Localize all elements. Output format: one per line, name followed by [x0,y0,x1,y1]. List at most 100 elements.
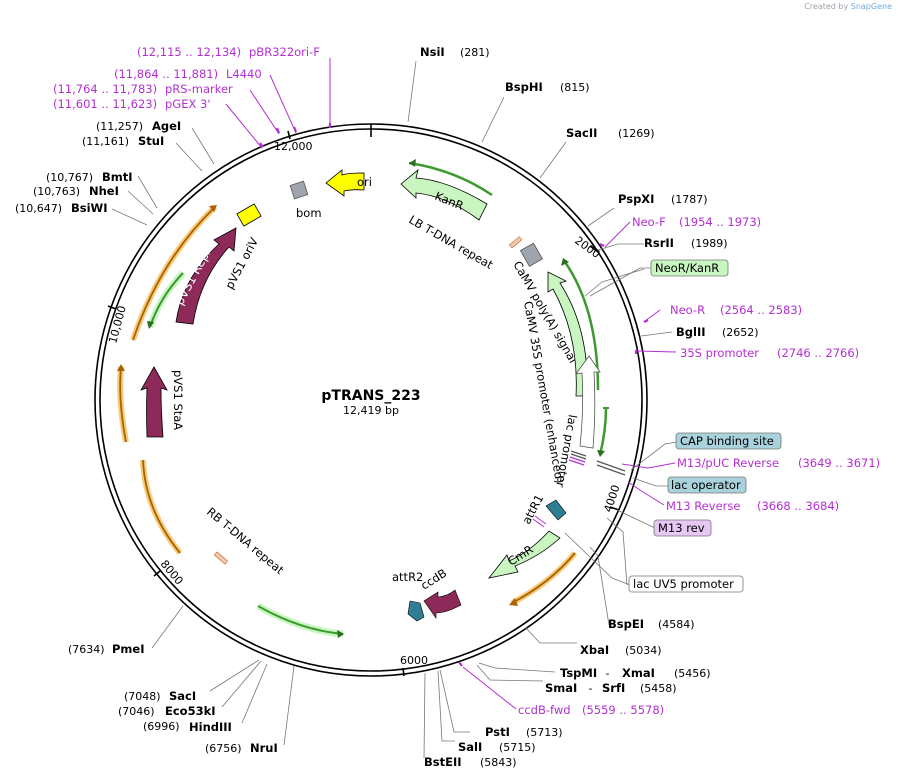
enzyme-label-age[interactable]: (11,257)AgeI [96,119,181,133]
ori-feature[interactable] [325,169,365,197]
box-m13rev[interactable]: M13 rev [653,519,712,537]
enzyme-bsph-pos: (815) [560,81,590,94]
enzyme-sac-name: SacI [169,689,196,703]
enzyme-label-tspmi[interactable]: TspMI - XmaI(5456) [560,666,711,680]
enzyme-label-eco53[interactable]: (7046)Eco53kI [118,704,216,718]
cmr-orange-line [511,552,576,604]
ring-ticks [107,124,620,677]
lb-repeat-mark[interactable] [508,236,523,249]
box-cap[interactable]: CAP binding site [675,432,782,450]
small-orf-arrowhead [597,450,605,457]
bottom-green-orf [256,602,344,638]
enzyme-bste2-pos: (5843) [480,756,517,769]
cmr-feature[interactable] [488,530,561,579]
enzyme-label-sac[interactable]: (7048)SacI [124,689,196,703]
box-lacop[interactable]: lac operator [667,476,747,494]
bottom-green-arrowhead [337,630,344,638]
enzyme-nhe-name: NheI [89,184,119,198]
enzyme-label-rsr2[interactable]: RsrII(1989) [644,236,728,250]
enzyme-label-sma[interactable]: SmaI - SrfI(5458) [545,681,677,695]
enzyme-label-pst[interactable]: PstI(5713) [485,725,563,739]
neor-kanr-feature[interactable] [547,271,588,397]
enzyme-label-nhe[interactable]: (10,763)NheI [33,184,119,198]
enzyme-label-bspe[interactable]: BspEI (4584) [608,617,695,631]
left-orange-orf-bottom [140,459,183,555]
box-neokan-label: NeoR/KanR [655,261,719,275]
enzyme-hind3-pos: (6996) [143,720,180,733]
primer-label-neof[interactable]: Neo-F(1954 .. 1973) [632,215,761,229]
enzyme-bspe-pos: (4584) [658,618,695,631]
enzyme-sac2-pos: (1269) [618,127,655,140]
primer-label-m13puc[interactable]: M13/pUC Reverse(3649 .. 3671) [677,456,880,470]
pvs1-staa-feature[interactable] [140,366,168,438]
left-orange-line-top [132,206,216,341]
box-lacuv5[interactable]: lac UV5 promoter [628,575,744,593]
primer-m13puc-pos: (3649 .. 3671) [798,456,880,470]
left-green-line [149,272,184,328]
kanr-feature[interactable] [400,168,488,221]
primer-prs-name: pRS-marker [165,82,233,96]
enzyme-label-nru[interactable]: (6756)NruI [205,741,278,755]
enzyme-label-stu[interactable]: (11,161)StuI [82,134,164,148]
primer-label-ccdbfwd[interactable]: ccdB-fwd (5559 .. 5578) [518,703,664,717]
enzyme-label-xba[interactable]: XbaI(5034) [580,643,662,657]
pvs1-repa-feature[interactable] [175,227,237,325]
enzyme-label-pspx[interactable]: PspXI(1787) [618,192,708,206]
enzyme-label-bgl2[interactable]: BglII(2652) [676,325,759,339]
primer-ccdbfwd-pos: (5559 .. 5578) [582,703,664,717]
camv-polya-box[interactable] [519,242,543,267]
enzyme-xmai-name: XmaI [622,666,655,680]
bom-label: bom [296,206,322,220]
primer-ccdbfwd-name: ccdB-fwd [518,703,571,717]
enzyme-bmt-name: BmtI [102,170,133,184]
enzyme-label-hind3[interactable]: (6996) HindIII [143,720,232,734]
camv-35s-feature[interactable] [575,355,601,449]
attr2-label: attR2 [392,570,423,584]
enzyme-hind3-name: HindIII [189,720,232,734]
box-lacop-label: lac operator [671,478,741,492]
bom-box[interactable] [289,180,309,200]
enzyme-leader-lines [111,60,673,759]
box-neokan[interactable]: NeoR/KanR [650,259,729,277]
enzyme-sac2-name: SacII [566,126,597,140]
enzyme-eco53-pos: (7046) [118,705,155,718]
credit-prefix: Created by [804,2,849,11]
enzyme-pspx-pos: (1787) [671,193,708,206]
primer-label-pbr[interactable]: (12,115 .. 12,134)pBR322ori-F [137,45,320,59]
enzyme-nru-name: NruI [250,741,278,755]
primer-label-p35s[interactable]: 35S promoter(2746 .. 2766) [680,346,859,360]
tick-12000: 12,000 [274,140,313,153]
enzyme-nsi-name: NsiI [420,45,445,59]
enzyme-label-bsph[interactable]: BspHI(815) [505,80,590,94]
primer-label-l4440[interactable]: (11,864 .. 11,881)L4440 [114,67,262,81]
cmr-orange-arrowhead [509,598,518,606]
attr1-feature[interactable] [545,499,567,521]
rb-repeat-mark[interactable] [213,551,229,565]
neor-orf-line [563,261,600,391]
kanr-orf-line [408,161,493,197]
enzyme-label-bsiw[interactable]: (10,647)BsiWI [15,201,108,215]
enzyme-xba-name: XbaI [580,643,609,657]
enzyme-label-pme[interactable]: (7634)PmeI [68,642,145,656]
enzyme-bgl2-pos: (2652) [722,326,759,339]
primer-pbr-pos: (12,115 .. 12,134) [137,45,241,59]
enzyme-label-sac2[interactable]: SacII (1269) [566,126,655,140]
enzyme-label-nsi[interactable]: NsiI(281) [420,45,490,59]
primer-label-pgex[interactable]: (11,601 .. 11,623)pGEX 3' [53,97,211,111]
primer-label-m13rev[interactable]: M13 Reverse(3668 .. 3684) [666,499,839,513]
attr2-feature[interactable] [407,600,425,622]
primer-label-prs[interactable]: (11,764 .. 11,783)pRS-marker [53,82,233,96]
primer-label-neor[interactable]: Neo-R(2564 .. 2583) [670,303,802,317]
enzyme-sal-name: SalI [458,740,482,754]
enzyme-pst-name: PstI [485,725,510,739]
primer-p35s-pos: (2746 .. 2766) [777,346,859,360]
pvs1-oriv-box[interactable] [236,203,262,227]
ccdb-feature[interactable] [423,589,462,619]
enzyme-bsiw-pos: (10,647) [15,202,62,215]
primer-neof-pos: (1954 .. 1973) [679,215,761,229]
enzyme-label-bmt[interactable]: (10,767)BmtI [46,170,133,184]
enzyme-label-sal[interactable]: SalI(5715) [458,740,536,754]
enzyme-bspe-name: BspEI [608,617,644,631]
enzyme-label-bste2[interactable]: BstEII(5843) [424,755,517,769]
